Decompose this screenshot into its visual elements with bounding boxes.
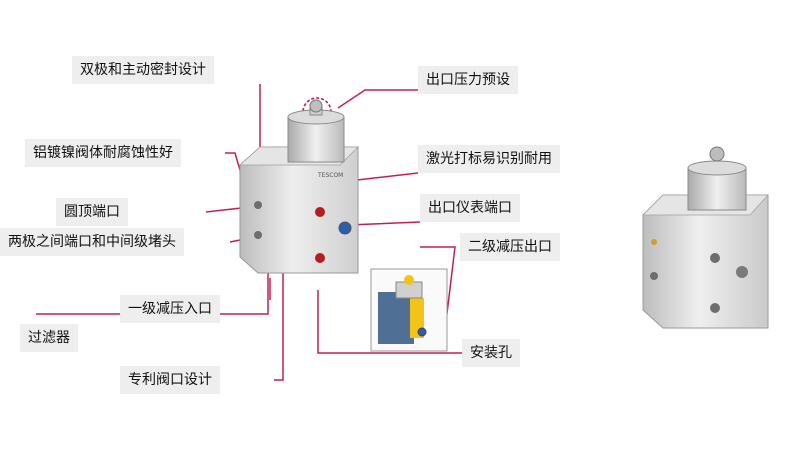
- label-laser-marking: 激光打标易识别耐用: [418, 145, 560, 173]
- leader-outlet-preset: [337, 89, 418, 109]
- interstage-port: [254, 231, 262, 239]
- label-mounting-hole: 安装孔: [462, 339, 520, 367]
- outlet-gauge-port: [338, 221, 352, 235]
- label-patented-valve: 专利阀口设计: [120, 366, 220, 394]
- leader-second-outlet: [420, 246, 456, 331]
- label-second-stage-outlet: 二级减压出口: [460, 233, 560, 261]
- logo-mark: TESCOM: [317, 172, 343, 179]
- leader-patent: [274, 268, 284, 381]
- label-dual-stage-seal: 双极和主动密封设计: [72, 56, 214, 84]
- label-interstage-port: 两极之间端口和中间级堵头: [0, 228, 184, 256]
- leader-mount-hole: [317, 290, 462, 354]
- label-outlet-preset: 出口压力预设: [418, 66, 518, 94]
- leader-filter: [36, 268, 269, 315]
- regulator-main-illustration: TESCOM: [238, 99, 359, 274]
- red-port-top: [315, 207, 325, 217]
- label-aluminum-body: 铝镀镍阀体耐腐蚀性好: [25, 139, 181, 167]
- label-outlet-gauge-port: 出口仪表端口: [420, 194, 520, 222]
- label-filter: 过滤器: [20, 324, 78, 352]
- label-first-stage-inlet: 一级减压入口: [120, 295, 220, 323]
- inset-mounting-illustration: [370, 268, 448, 352]
- regulator-product-photo: [642, 146, 769, 329]
- red-port-bottom: [315, 253, 325, 263]
- dome-port: [254, 201, 262, 209]
- label-dome-port: 圆顶端口: [56, 198, 128, 226]
